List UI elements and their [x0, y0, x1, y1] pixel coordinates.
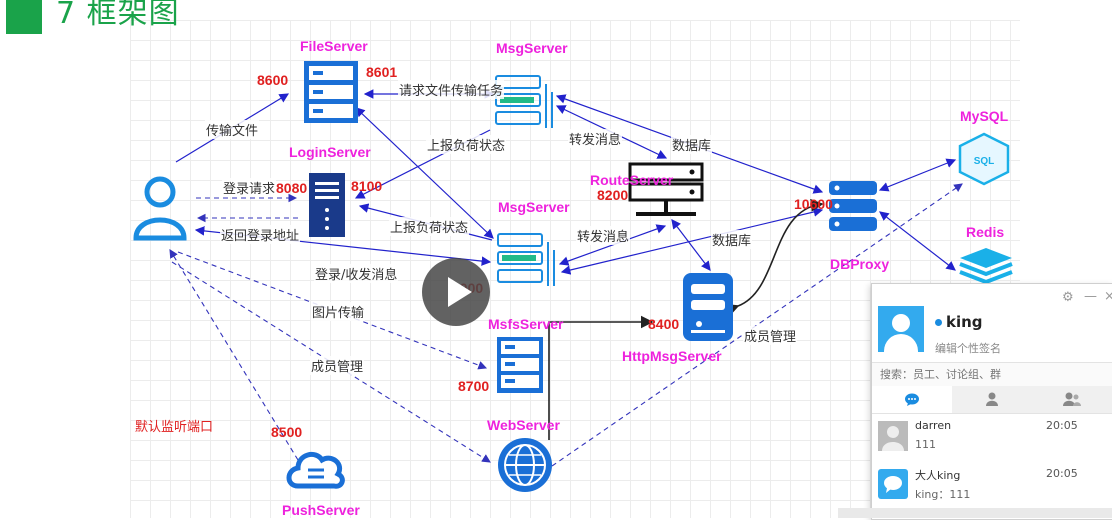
chat-bubble-icon: [905, 393, 919, 406]
edge-label-member-mgmt-2: 成员管理: [743, 326, 798, 345]
fileserver-port-2: 8601: [366, 64, 398, 80]
edge-httpmsg-dbproxy: [725, 198, 824, 316]
signature-edit[interactable]: 编辑个性签名: [935, 342, 1001, 355]
conversation-preview: king：111: [915, 488, 971, 501]
httpmsgserver-port: 8400: [648, 316, 680, 332]
avatar: [878, 421, 908, 451]
routeserver-icon: [628, 162, 704, 216]
httpmsgserver-label: HttpMsgServer: [622, 348, 722, 364]
default-port-note: 默认监听端口: [135, 420, 214, 435]
loginserver-port-2: 8100: [351, 178, 383, 194]
conversation-preview: 111: [915, 438, 936, 451]
edge-web-mysql: [551, 183, 963, 467]
person-icon: [986, 392, 998, 406]
pushserver-label: PushServer: [282, 502, 360, 518]
routeserver-port: 8200: [597, 187, 629, 203]
loginserver-port-1: 8080: [276, 180, 308, 196]
client-user-icon: [133, 176, 187, 241]
msfsserver-icon: [497, 337, 543, 393]
edge-dbproxy-mysql: [878, 158, 957, 192]
conversation-name: darren: [915, 419, 952, 432]
msgserver-2-label: MsgServer: [498, 199, 570, 215]
fileserver-label: FileServer: [300, 38, 368, 54]
fileserver-port-1: 8600: [257, 72, 289, 88]
msgserver-1-label: MsgServer: [496, 40, 568, 56]
online-status-dot: [935, 319, 942, 326]
section-heading: 7 框架图: [56, 0, 180, 31]
msgserver-2-icon: [497, 233, 555, 286]
edge-route-httpmsg: [671, 219, 711, 271]
fileserver-icon: [304, 61, 358, 123]
close-icon[interactable]: ×: [1104, 289, 1112, 304]
dbproxy-port: 10600: [794, 196, 833, 212]
pushserver-cloud-icon: [286, 451, 345, 489]
edge-push-client: [169, 249, 299, 461]
edge-label-image-transfer: 图片传输: [311, 302, 366, 321]
edge-label-return-login-addr: 返回登录地址: [220, 225, 301, 244]
heading-accent-bar: [6, 0, 42, 34]
taskbar-strip: [838, 508, 1112, 518]
edge-label-report-load-2: 上报负荷状态: [389, 217, 470, 236]
tab-groups[interactable]: [1032, 386, 1112, 413]
chat-search-bar: [872, 362, 1112, 388]
redis-label: Redis: [966, 224, 1005, 240]
edge-label-forward-msg-2: 转发消息: [576, 226, 631, 245]
msfsserver-label: MsfsServer: [488, 316, 564, 332]
dbproxy-label: DBProxy: [830, 256, 890, 272]
tab-chats[interactable]: [872, 386, 952, 413]
edge-label-database-2: 数据库: [711, 230, 753, 249]
user-avatar[interactable]: [878, 306, 924, 352]
conversation-name: 大人king: [915, 469, 961, 482]
edge-label-database-1: 数据库: [671, 135, 713, 154]
conversation-time: 20:05: [1046, 419, 1078, 432]
video-play-button[interactable]: [422, 258, 490, 326]
mysql-label: MySQL: [960, 108, 1009, 124]
dbproxy-icon: [829, 181, 877, 231]
group-avatar: [878, 469, 908, 499]
routeserver-label: RouteServer: [590, 172, 674, 188]
svg-text:SQL: SQL: [974, 156, 995, 167]
edge-web-httpmsg: [548, 315, 654, 440]
edge-label-request-file-task: 请求文件传输任务: [398, 80, 505, 99]
loginserver-icon: [309, 173, 345, 237]
chat-panel: king 编辑个性签名 ⚙ — × darre: [871, 283, 1112, 520]
conversation-time: 20:05: [1046, 467, 1078, 480]
mysql-database-icon: SQL: [958, 132, 1010, 186]
msfsserver-port: 8700: [458, 378, 490, 394]
group-icon: [1063, 392, 1081, 406]
msgserver-1-icon: [495, 75, 553, 128]
httpmsgserver-icon: [683, 273, 733, 341]
conversation-item[interactable]: darren 20:05 111: [872, 416, 1112, 462]
edge-label-login-send-msg: 登录/收发消息: [314, 264, 399, 283]
edge-label-forward-msg-1: 转发消息: [568, 129, 623, 148]
pushserver-port: 8500: [271, 424, 303, 440]
edge-label-login-request: 登录请求: [222, 178, 277, 197]
chat-search-input[interactable]: [880, 366, 1080, 382]
redis-database-icon: [959, 248, 1013, 284]
edge-dbproxy-redis: [879, 211, 956, 271]
chat-tab-bar: [872, 386, 1112, 414]
webserver-globe-icon: [498, 438, 552, 492]
chat-profile-header: king 编辑个性签名 ⚙ — ×: [872, 284, 1112, 362]
edge-label-transfer-file: 传输文件: [205, 120, 260, 139]
chat-username: king: [946, 313, 983, 331]
minimize-icon[interactable]: —: [1084, 289, 1097, 304]
webserver-label: WebServer: [487, 417, 560, 433]
conversation-item[interactable]: 大人king 20:05 king：111: [872, 464, 1112, 510]
edge-label-member-mgmt-1: 成员管理: [310, 356, 365, 375]
tab-contacts[interactable]: [952, 386, 1032, 413]
edge-label-report-load-1: 上报负荷状态: [426, 135, 507, 154]
gear-icon[interactable]: ⚙: [1062, 290, 1074, 305]
edge-file-msg2: [355, 107, 494, 239]
loginserver-label: LoginServer: [289, 144, 371, 160]
